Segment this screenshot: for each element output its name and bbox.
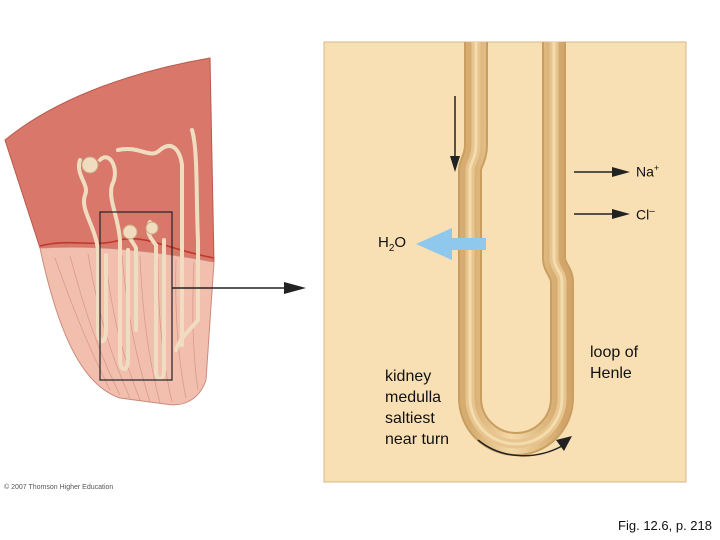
zoom-highlight-box [99, 211, 173, 381]
glomerulus [122, 224, 138, 240]
zoom-pointer-arrow [172, 282, 306, 294]
loop-label-line: loop of [590, 344, 639, 361]
ascending-turn-arrow [477, 436, 572, 457]
sodium-arrow [574, 167, 630, 177]
sodium-label: Na+ [636, 163, 660, 180]
descending-flow-arrow [450, 96, 460, 172]
figure-reference: Fig. 12.6, p. 218 [618, 518, 712, 533]
loop-detail-panel [323, 41, 687, 483]
loop-label-line: Henle [590, 365, 632, 382]
medulla-note-line: saltiest [385, 410, 435, 427]
chloride-label: Cl– [636, 206, 655, 223]
medulla-note-line: medulla [385, 389, 442, 406]
water-arrow [416, 228, 486, 260]
copyright-notice: © 2007 Thomson Higher Education [4, 484, 114, 491]
water-label: H2O [378, 234, 407, 254]
loop-of-henle-tube [458, 42, 574, 456]
medulla-note-line: near turn [385, 431, 450, 448]
medulla-note-line: kidney [385, 368, 432, 385]
nephron-tubules [76, 128, 200, 381]
medulla-note: kidney medulla saltiest near turn [385, 366, 449, 450]
kidney-section-illustration [4, 57, 215, 406]
loop-of-henle-label: loop of Henle [590, 342, 638, 384]
glomerulus [145, 221, 159, 235]
chloride-arrow [574, 209, 630, 219]
glomerulus [81, 156, 99, 174]
